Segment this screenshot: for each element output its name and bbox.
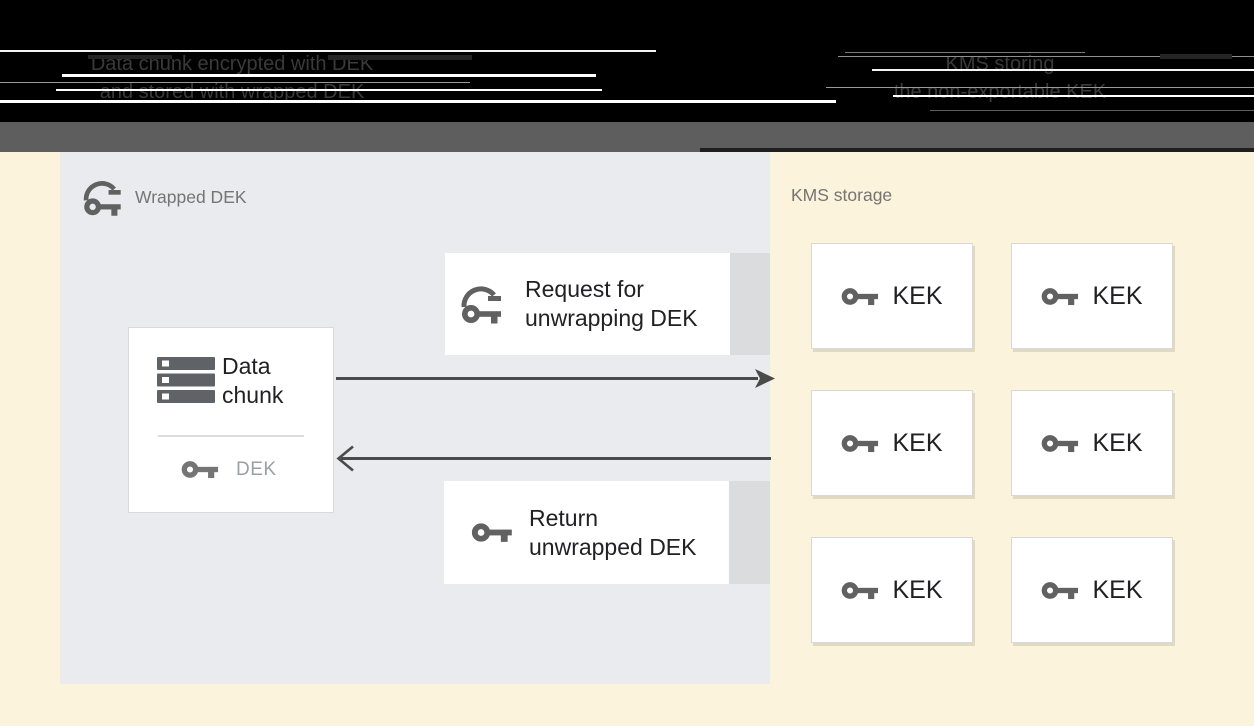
- glitch-stripe: [838, 56, 1254, 57]
- kek-box: KEK: [811, 537, 973, 643]
- glitch-stripe: [872, 69, 1254, 71]
- dek-label: DEK: [236, 458, 277, 480]
- key-icon: [1041, 432, 1079, 455]
- glitch-stripe: [88, 55, 172, 59]
- kms-storage-label: KMS storage: [791, 185, 893, 205]
- caption-line: and stored with wrapped DEK: [99, 81, 365, 103]
- key-icon: [841, 432, 879, 455]
- glitch-stripe: [0, 82, 470, 83]
- glitch-stripe: [845, 52, 1085, 53]
- data-chunk-label: Data chunk: [222, 352, 283, 410]
- data-chunk-box: Data chunk DEK: [128, 327, 334, 513]
- glitch-stripe: [0, 100, 836, 103]
- kek-label: KEK: [892, 428, 943, 457]
- return-box-label: Return unwrapped DEK: [529, 504, 697, 562]
- top-caption-band: Data chunk encrypted with DEK and stored…: [0, 0, 1254, 122]
- glitch-stripe: [893, 95, 1254, 97]
- divider-bar: [0, 122, 1254, 152]
- key-icon: [841, 579, 879, 602]
- request-line1: Request for: [525, 276, 644, 302]
- wrapped-dek-panel: Wrapped DEK Dat: [60, 152, 770, 684]
- glitch-stripe: [62, 74, 596, 77]
- data-chunk-line2: chunk: [222, 382, 284, 408]
- kek-box: KEK: [1011, 537, 1173, 643]
- caption-kms: KMS storing the non-exportable KEK: [870, 50, 1130, 106]
- kek-label: KEK: [892, 281, 943, 310]
- return-unwrapped-box: Return unwrapped DEK: [444, 481, 729, 584]
- key-icon: [1041, 579, 1079, 602]
- kek-label: KEK: [1092, 281, 1143, 310]
- request-box-shadow: [730, 253, 770, 355]
- key-icon: [1041, 285, 1079, 308]
- return-line2: unwrapped DEK: [529, 533, 697, 560]
- return-box-shadow: [729, 481, 770, 584]
- wrapped-dek-header: Wrapped DEK: [82, 176, 247, 219]
- data-chunk-line1: Data: [222, 353, 271, 379]
- kek-label: KEK: [892, 575, 943, 604]
- dek-row: DEK: [181, 458, 277, 481]
- wrapped-key-icon: [460, 281, 502, 327]
- divider-bar-dark-edge: [700, 148, 1254, 152]
- divider-line: [158, 435, 304, 437]
- kek-label: KEK: [1092, 575, 1143, 604]
- glitch-stripe: [0, 50, 656, 52]
- caption-line: the non-exportable KEK: [893, 81, 1107, 103]
- kek-label: KEK: [1092, 428, 1143, 457]
- wrapped-dek-label: Wrapped DEK: [135, 187, 247, 207]
- glitch-stripe: [1160, 54, 1232, 59]
- request-unwrapping-box: Request for unwrapping DEK: [445, 253, 730, 355]
- glitch-stripe: [328, 55, 472, 60]
- key-icon: [841, 285, 879, 308]
- request-box-label: Request for unwrapping DEK: [525, 275, 698, 333]
- kek-box: KEK: [1011, 243, 1173, 349]
- glitch-stripe: [930, 110, 1254, 111]
- request-line2: unwrapping DEK: [525, 305, 698, 331]
- glitch-stripe: [56, 89, 602, 91]
- wrapped-key-icon: [82, 176, 122, 219]
- key-icon: [471, 520, 513, 545]
- kek-box: KEK: [811, 390, 973, 496]
- glitch-stripe: [826, 87, 1254, 88]
- data-chunk-icon: [157, 357, 215, 403]
- return-line1: Return: [529, 504, 599, 531]
- kek-box: KEK: [1011, 390, 1173, 496]
- caption-line: KMS storing: [945, 53, 1055, 75]
- key-icon: [181, 458, 219, 481]
- kek-box: KEK: [811, 243, 973, 349]
